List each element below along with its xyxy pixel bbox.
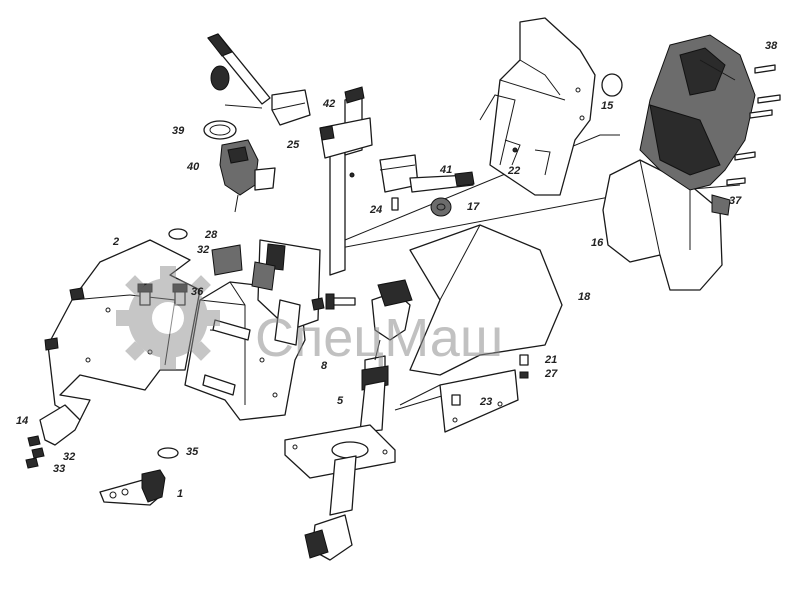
callout-c24: 24 (369, 204, 382, 216)
callout-c1: 1 (177, 488, 183, 500)
part-39-ring (203, 120, 237, 140)
part-18-cover (399, 224, 563, 433)
assembly-line-lower (394, 394, 446, 411)
part-15-seal (601, 73, 623, 97)
callout-c16: 16 (591, 237, 604, 249)
part-32-block (211, 244, 243, 276)
callout-c27: 27 (544, 368, 558, 380)
part-5-intermediate-shaft (284, 279, 413, 561)
callout-c17: 17 (467, 201, 480, 213)
part-1-spline-shaft (99, 469, 166, 506)
part-35-washer (157, 447, 179, 459)
part-40-ignition-lock (219, 139, 276, 213)
callout-c41: 41 (439, 164, 452, 176)
part-28-washer (168, 228, 188, 240)
callout-c8: 8 (321, 360, 328, 372)
watermark-gear-icon (116, 266, 220, 370)
callout-c28: 28 (204, 229, 218, 241)
callout-c40: 40 (186, 161, 200, 173)
watermark-text: СпецМаш (255, 308, 503, 368)
part-41-wiper-switch (349, 154, 475, 217)
callout-c22: 22 (507, 165, 520, 177)
callout-c37: 37 (729, 195, 742, 207)
assembly-line-upper (344, 134, 620, 241)
part-14-lower-bracket (25, 404, 81, 469)
column-bolt (311, 293, 356, 311)
callout-c21: 21 (544, 354, 557, 366)
callout-c36: 36 (191, 286, 204, 298)
callout-c18: 18 (578, 291, 591, 303)
callout-c32b: 32 (63, 451, 75, 463)
callout-c15: 15 (601, 100, 614, 112)
callout-c2: 2 (112, 236, 119, 248)
callout-labels: 1258141516171821222324252728323233353637… (16, 40, 778, 500)
part-38-upper-shroud (639, 34, 781, 216)
callout-c14: 14 (16, 415, 28, 427)
callout-c38: 38 (765, 40, 778, 52)
callout-c25: 25 (286, 139, 300, 151)
callout-c33: 33 (53, 463, 65, 475)
callout-c32a: 32 (197, 244, 209, 256)
callout-c42: 42 (322, 98, 335, 110)
part-42-combination-switch (207, 33, 311, 126)
callout-c35: 35 (186, 446, 199, 458)
callout-c39: 39 (172, 125, 185, 137)
callout-c23: 23 (479, 396, 492, 408)
part-22-upper-cover-panel (479, 17, 596, 196)
steering-column-tube (251, 86, 373, 346)
callout-c5: 5 (337, 395, 344, 407)
